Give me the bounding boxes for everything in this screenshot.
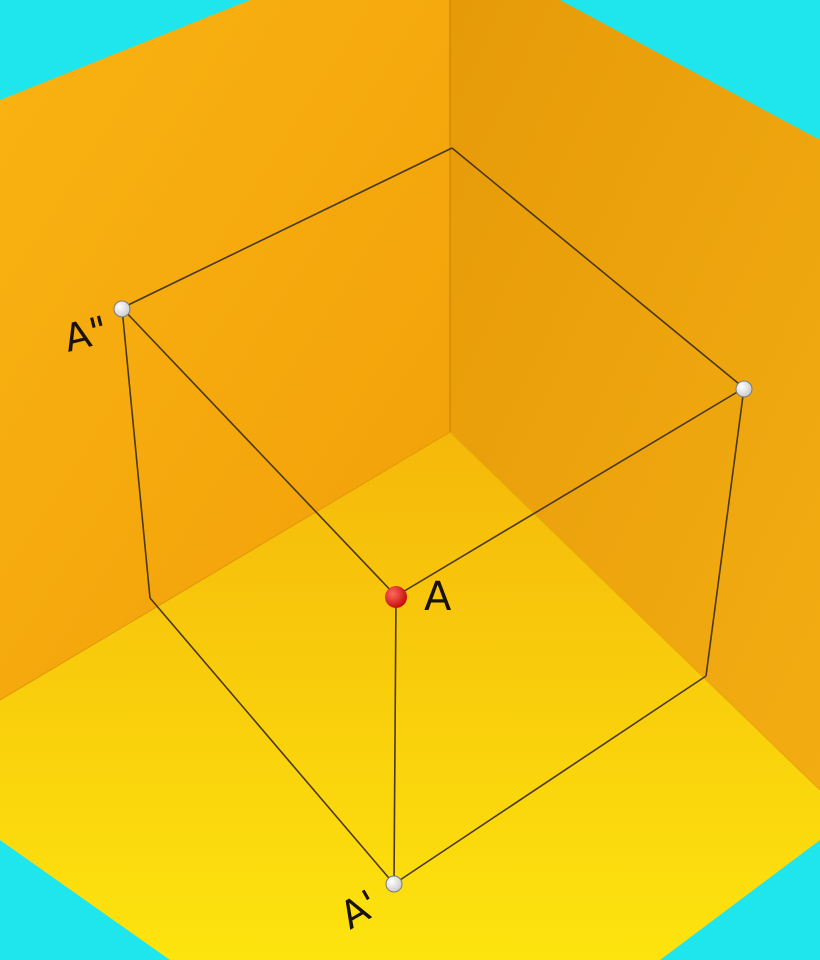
floor-plane	[0, 432, 820, 960]
horizontal-projection-point	[385, 875, 403, 893]
main-point-label: A	[424, 574, 452, 620]
frontal-projection-point	[113, 300, 131, 318]
projection-box-edges	[121, 147, 745, 885]
floor-left-fold-line	[0, 431, 451, 701]
frontal-projection-label: A"	[60, 308, 113, 361]
edge-profile-down	[705, 387, 745, 677]
floor-right-fold-line	[449, 431, 820, 791]
edge-back-top-to-profile	[451, 147, 745, 389]
edge-frontal-to-main	[121, 307, 397, 597]
edge-frontal-to-back-top	[121, 147, 453, 309]
edge-main-to-horizontal	[393, 595, 397, 885]
edge-frontal-down	[121, 307, 151, 599]
main-point	[385, 586, 407, 608]
left-wall-plane	[0, 0, 450, 700]
right-wall-plane	[450, 0, 820, 790]
edge-floor-left	[149, 597, 395, 885]
edge-floor-right	[393, 675, 707, 885]
profile-projection-point	[735, 380, 753, 398]
edge-main-to-profile	[395, 387, 745, 597]
